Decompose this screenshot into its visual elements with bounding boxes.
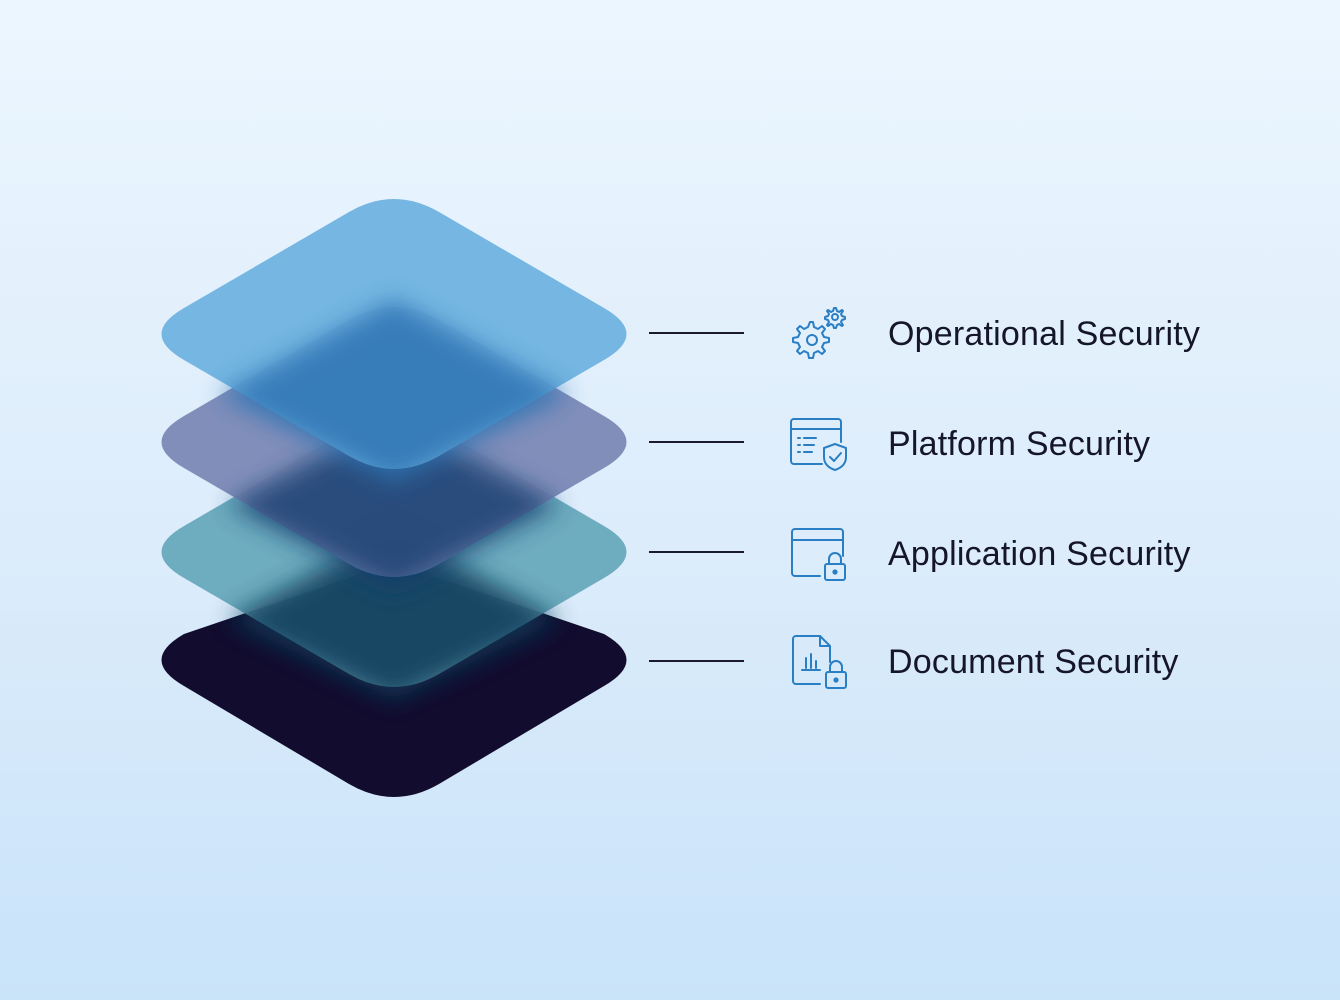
layer-row-operational: Operational Security — [780, 294, 1200, 374]
document-lock-icon — [780, 630, 856, 694]
layer-row-document: Document Security — [780, 622, 1179, 702]
window-shield-icon — [780, 412, 856, 476]
layer-label-application: Application Security — [888, 535, 1191, 574]
layer-label-document: Document Security — [888, 643, 1179, 682]
window-lock-icon — [780, 522, 856, 586]
layer-label-operational: Operational Security — [888, 315, 1200, 354]
layer-row-platform: Platform Security — [780, 404, 1150, 484]
gears-icon — [780, 302, 856, 366]
layer-row-application: Application Security — [780, 514, 1191, 594]
layer-label-platform: Platform Security — [888, 425, 1150, 464]
